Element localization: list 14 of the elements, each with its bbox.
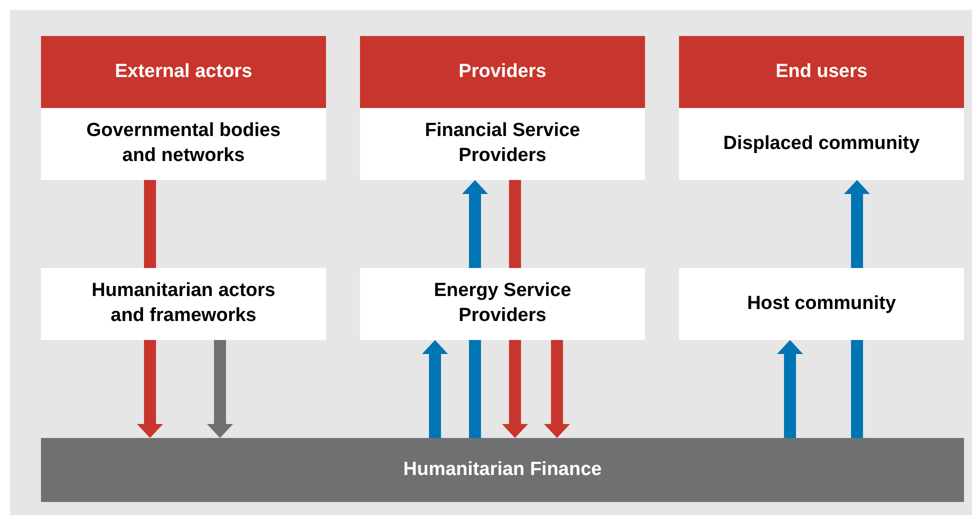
entity-box: Energy Service Providers xyxy=(360,268,645,340)
entity-box: Displaced community xyxy=(679,108,964,180)
column-header: External actors xyxy=(41,36,326,108)
column-header: Providers xyxy=(360,36,645,108)
arrow xyxy=(544,340,570,438)
entity-box: Governmental bodies and networks xyxy=(41,108,326,180)
entity-box: Host community xyxy=(679,268,964,340)
column-header: End users xyxy=(679,36,964,108)
entity-box: Financial Service Providers xyxy=(360,108,645,180)
arrow xyxy=(422,340,448,438)
arrow xyxy=(777,340,803,438)
finance-bar: Humanitarian Finance xyxy=(41,438,964,502)
arrow xyxy=(207,340,233,438)
entity-box: Humanitarian actors and frameworks xyxy=(41,268,326,340)
